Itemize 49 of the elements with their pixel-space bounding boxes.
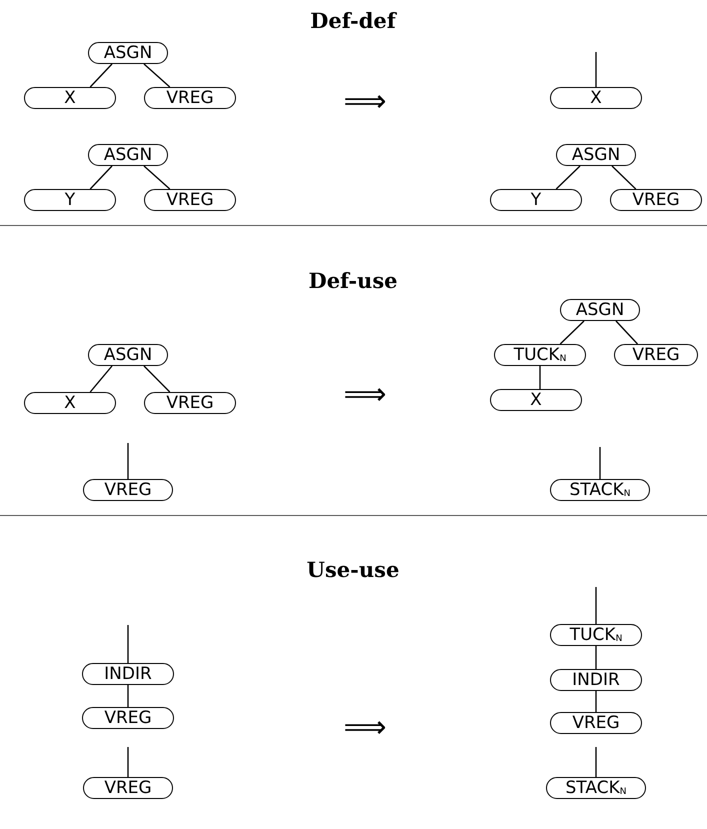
connector-line bbox=[90, 64, 112, 88]
tree-node: INDIR bbox=[82, 663, 174, 685]
tree-node: VREG bbox=[82, 707, 174, 729]
tree-node: ASGN bbox=[88, 144, 168, 166]
connector-line bbox=[127, 685, 129, 707]
connector-line bbox=[90, 166, 112, 190]
connector-line bbox=[595, 691, 597, 712]
connector-line bbox=[616, 320, 638, 344]
tree-node: X bbox=[24, 87, 116, 109]
tree-node: ASGN bbox=[88, 42, 168, 64]
connector-line bbox=[127, 443, 129, 479]
tree-node: VREG bbox=[83, 777, 173, 799]
connector-line bbox=[595, 587, 597, 624]
tree-node: VREG bbox=[614, 344, 698, 366]
tree-node: VREG bbox=[144, 189, 236, 211]
connector-line bbox=[127, 747, 129, 777]
tree-node: X bbox=[490, 389, 582, 411]
implies-symbol: ⟹ bbox=[344, 713, 386, 743]
implies-symbol: ⟹ bbox=[344, 380, 386, 410]
tree-node: X bbox=[24, 392, 116, 414]
tree-node: VREG bbox=[144, 392, 236, 414]
tree-node: Y bbox=[490, 189, 582, 211]
tree-node: ASGN bbox=[556, 144, 636, 166]
connector-line bbox=[595, 52, 597, 87]
section-heading: Def-def bbox=[310, 8, 396, 33]
connector-line bbox=[595, 747, 597, 777]
connector-line bbox=[556, 166, 580, 190]
implies-symbol: ⟹ bbox=[344, 87, 386, 117]
connector-line bbox=[599, 447, 601, 479]
tree-node: VREG bbox=[83, 479, 173, 501]
connector-line bbox=[127, 625, 129, 663]
connector-line bbox=[90, 366, 112, 392]
connector-line bbox=[144, 366, 170, 392]
tree-node: VREG bbox=[550, 712, 642, 734]
tree-node: ASGN bbox=[560, 299, 640, 321]
connector-line bbox=[144, 64, 170, 88]
tree-node: INDIR bbox=[550, 669, 642, 691]
section-heading: Use-use bbox=[306, 557, 400, 582]
tree-node: Y bbox=[24, 189, 116, 211]
connector-line bbox=[595, 646, 597, 669]
tree-node: VREG bbox=[144, 87, 236, 109]
connector-line bbox=[560, 320, 584, 344]
connector-line bbox=[144, 166, 170, 190]
connector-line bbox=[539, 366, 541, 389]
tree-node: ASGN bbox=[88, 344, 168, 366]
tree-node: VREG bbox=[610, 189, 702, 211]
tree-node: X bbox=[550, 87, 642, 109]
section-heading: Def-use bbox=[308, 268, 398, 293]
connector-line bbox=[612, 166, 636, 190]
